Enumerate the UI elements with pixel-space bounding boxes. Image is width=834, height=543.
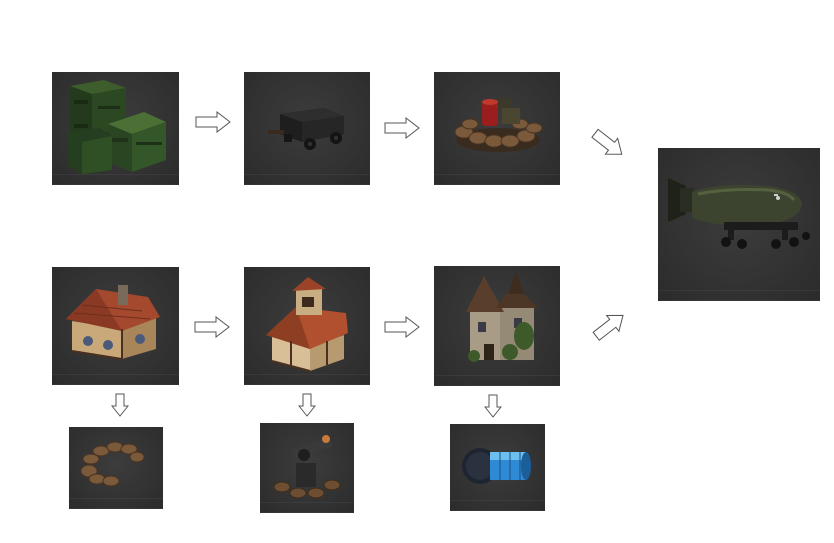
overgrown-manor-icon bbox=[466, 272, 538, 362]
crates-tile bbox=[52, 72, 179, 185]
cottage-tile bbox=[52, 267, 179, 385]
arrow-diagonal-down-icon bbox=[590, 126, 628, 160]
turret-tile bbox=[260, 423, 354, 513]
cart-tile bbox=[244, 72, 370, 185]
crates-icon bbox=[68, 80, 166, 174]
fortified-barrel-icon bbox=[454, 98, 543, 152]
bomb-vehicle-tile bbox=[658, 148, 820, 301]
cart-icon bbox=[268, 108, 344, 150]
fortified-barrel-tile bbox=[434, 72, 560, 185]
arrow-right-icon bbox=[384, 316, 420, 338]
energy-canister-icon bbox=[462, 448, 531, 484]
sandbag-wall-icon bbox=[80, 441, 145, 487]
arrow-right-icon bbox=[384, 117, 420, 139]
cottage-icon bbox=[66, 285, 160, 360]
townhouse-tile bbox=[244, 267, 370, 385]
arrow-right-icon bbox=[195, 111, 231, 133]
bomb-vehicle-icon bbox=[668, 178, 810, 249]
arrow-right-icon bbox=[194, 316, 230, 338]
overgrown-manor-tile bbox=[434, 266, 560, 386]
energy-canister-tile bbox=[450, 424, 545, 511]
arrow-down-icon bbox=[484, 394, 502, 418]
arrow-down-icon bbox=[298, 393, 316, 417]
turret-icon bbox=[273, 435, 341, 499]
arrow-diagonal-up-icon bbox=[590, 308, 628, 342]
sandbag-wall-tile bbox=[69, 427, 163, 509]
arrow-down-icon bbox=[111, 393, 129, 417]
townhouse-icon bbox=[266, 277, 348, 372]
